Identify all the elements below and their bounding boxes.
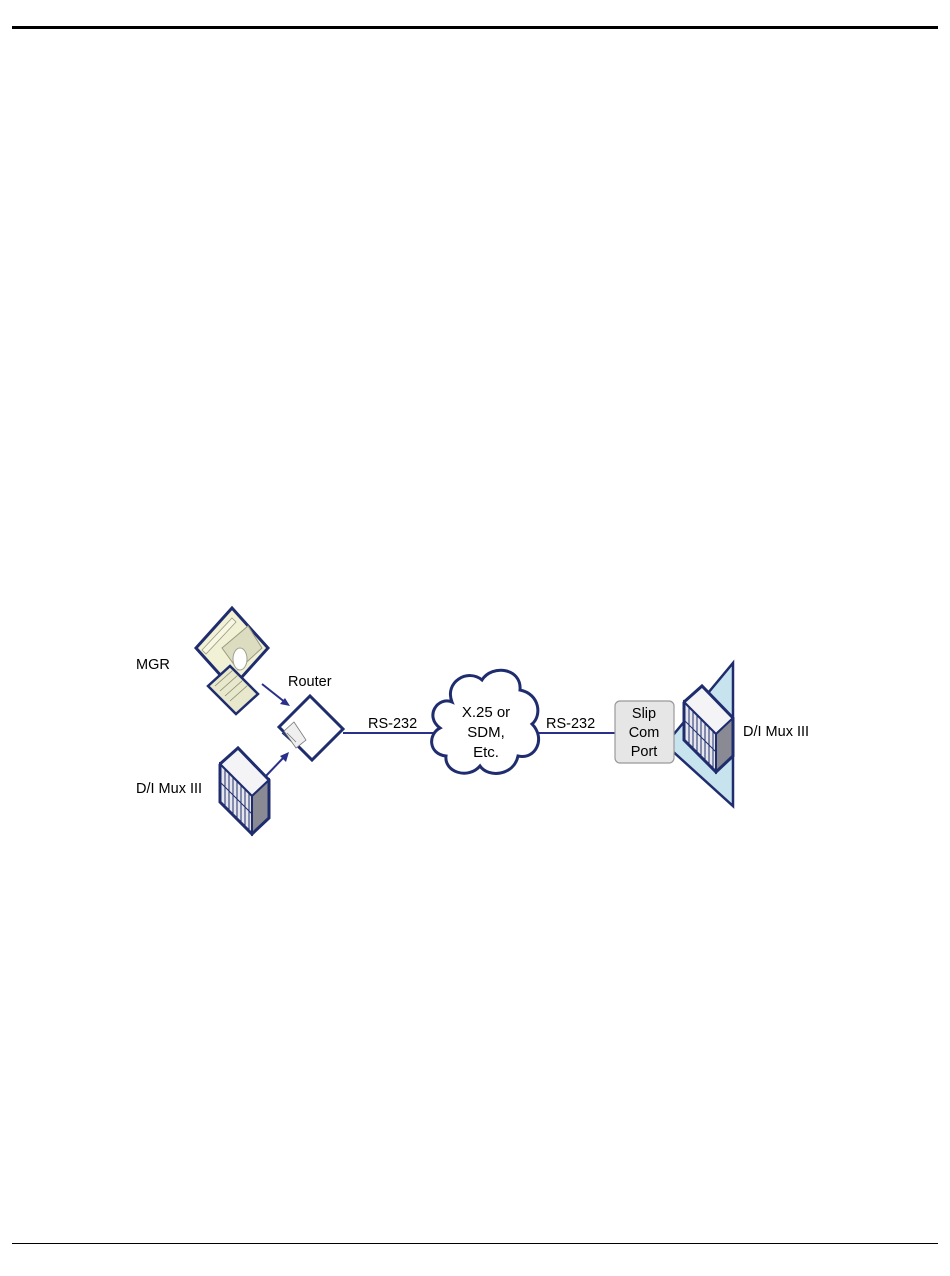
cloud-label-line3: Etc.	[473, 744, 499, 761]
mgr-label: MGR	[136, 657, 170, 673]
router-label: Router	[288, 674, 332, 690]
rack-mux-left-icon	[220, 748, 269, 834]
mux-right-label: D/I Mux III	[743, 724, 809, 740]
link-left-label: RS-232	[368, 716, 417, 732]
link-right-label: RS-232	[546, 716, 595, 732]
footer-rule	[12, 1243, 938, 1244]
mux-left-label: D/I Mux III	[136, 781, 202, 797]
port-label-line3: Port	[631, 744, 658, 760]
port-label-line1: Slip	[632, 706, 656, 722]
port-label-line2: Com	[629, 725, 660, 741]
cloud-label-line1: X.25 or	[462, 704, 510, 721]
mux-router-link	[264, 756, 285, 778]
mgr-router-link	[262, 684, 286, 703]
rack-mux-right-icon	[669, 663, 733, 806]
cloud-label-line2: SDM,	[467, 724, 505, 741]
workstation-icon	[196, 608, 268, 714]
